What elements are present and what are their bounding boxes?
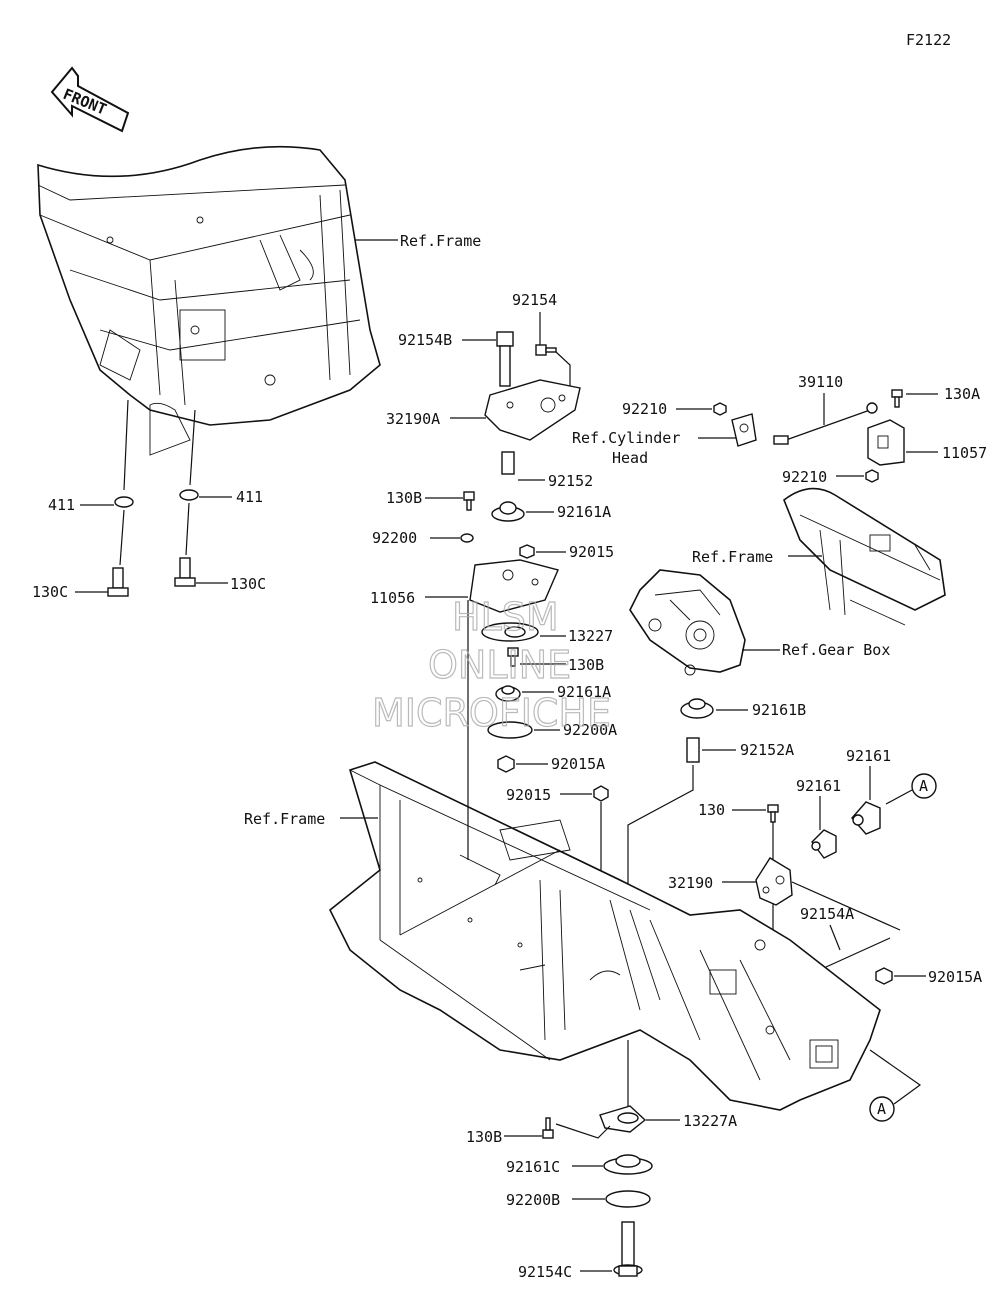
callout-ref-frame-top: Ref.Frame: [400, 232, 481, 250]
callout-92161a-mid: 92161A: [557, 683, 611, 701]
frame-right-drawing: [783, 487, 946, 626]
callout-130b-top: 130B: [386, 489, 422, 507]
callout-ref-cylinder-head-1: Ref.Cylinder: [572, 429, 680, 447]
callout-130: 130: [698, 801, 725, 819]
nut-92210-top: [713, 402, 727, 416]
callout-11057: 11057: [942, 444, 987, 462]
callout-11056: 11056: [370, 589, 415, 607]
rubber-92161c: [603, 1154, 653, 1175]
washer-92200b: [605, 1190, 651, 1208]
callout-ref-a-bottom: A: [877, 1100, 886, 1118]
watermark-line-1: HLSM: [452, 595, 559, 639]
callout-92015-top: 92015: [569, 543, 614, 561]
bracket-32190: [755, 857, 793, 906]
callout-92161a-top: 92161A: [557, 503, 611, 521]
callout-411-left: 411: [48, 496, 75, 514]
callout-130c-right: 130C: [230, 575, 266, 593]
callout-92210-top: 92210: [622, 400, 667, 418]
bolt-92154c: [613, 1221, 643, 1277]
callout-92200a: 92200A: [563, 721, 617, 739]
figure-id: F2122: [906, 31, 951, 49]
callout-92015a-right: 92015A: [928, 968, 982, 986]
rubber-92161-right: [851, 801, 881, 835]
callout-ref-a-top: A: [919, 777, 928, 795]
callout-92154: 92154: [512, 291, 557, 309]
cylinder-head-bracket: [731, 413, 757, 447]
nut-92015a-right: [875, 967, 893, 985]
plate-13227: [481, 622, 539, 642]
rubber-92161b: [680, 698, 714, 719]
bolt-130c-left: [107, 567, 129, 597]
callout-92154b: 92154B: [398, 331, 452, 349]
bolt-130c-right: [174, 557, 196, 587]
callout-92152: 92152: [548, 472, 593, 490]
callout-92161-left: 92161: [796, 777, 841, 795]
rubber-92161-left: [811, 829, 837, 859]
bolt-92154b: [496, 331, 514, 387]
ref-circle-a-top: [911, 773, 937, 799]
gear-box-drawing: [629, 569, 746, 676]
nut-92015-mid: [593, 785, 609, 802]
bracket-32190a: [484, 379, 581, 441]
callout-ref-gear-box: Ref.Gear Box: [782, 641, 890, 659]
callout-ref-cylinder-head-2: Head: [612, 449, 648, 467]
washer-92200a: [487, 721, 533, 739]
callout-92154c: 92154C: [518, 1263, 572, 1281]
bolt-130b-mid: [507, 647, 519, 667]
callout-130b-mid: 130B: [568, 656, 604, 674]
callout-32190: 32190: [668, 874, 713, 892]
frame-main-drawing: [328, 761, 881, 1111]
callout-ref-frame-left: Ref.Frame: [244, 810, 325, 828]
collar-92152a: [686, 737, 700, 763]
watermark-line-2: ONLINE: [428, 643, 571, 687]
callout-92161c: 92161C: [506, 1158, 560, 1176]
plate-13227a: [599, 1105, 647, 1133]
washer-411-left: [114, 496, 134, 508]
callout-411-right: 411: [236, 488, 263, 506]
callout-92152a: 92152A: [740, 741, 794, 759]
nut-92015-top: [519, 544, 535, 559]
callout-130b-bottom: 130B: [466, 1128, 502, 1146]
callout-130a: 130A: [944, 385, 980, 403]
callout-13227: 13227: [568, 627, 613, 645]
callout-92015-mid: 92015: [506, 786, 551, 804]
callout-130c-left: 130C: [32, 583, 68, 601]
nut-92015a-left: [497, 755, 515, 773]
washer-411-right: [179, 489, 199, 501]
callout-13227a: 13227A: [683, 1112, 737, 1130]
rubber-92161a-top: [491, 501, 525, 522]
callout-92154a: 92154A: [800, 905, 854, 923]
rubber-92161a-mid: [495, 685, 521, 702]
front-arrow-icon: FRONT: [50, 66, 130, 133]
frame-top-left-drawing: [37, 145, 381, 456]
callout-39110: 39110: [798, 373, 843, 391]
bolt-130a: [891, 389, 903, 408]
cable-39110: [773, 402, 878, 445]
collar-92152: [501, 451, 515, 475]
watermark: HLSM ONLINE MICROFICHE: [371, 594, 611, 735]
callout-92161b: 92161B: [752, 701, 806, 719]
bolt-130: [767, 804, 779, 823]
callout-92161-right: 92161: [846, 747, 891, 765]
bracket-11056: [469, 559, 559, 613]
watermark-line-3: MICROFICHE: [372, 691, 611, 735]
bolt-130b-bottom: [542, 1117, 554, 1139]
callout-92210-bottom: 92210: [782, 468, 827, 486]
callout-92015a-left: 92015A: [551, 755, 605, 773]
nut-92210-bottom: [865, 469, 879, 483]
callout-ref-frame-right: Ref.Frame: [692, 548, 773, 566]
callout-92200b: 92200B: [506, 1191, 560, 1209]
bolt-92154: [535, 344, 557, 356]
bracket-11057: [867, 419, 905, 466]
washer-92200: [460, 533, 474, 543]
callout-92200: 92200: [372, 529, 417, 547]
callout-32190a: 32190A: [386, 410, 440, 428]
ref-circle-a-bottom: [869, 1096, 895, 1122]
bolt-130b-top: [463, 491, 475, 511]
